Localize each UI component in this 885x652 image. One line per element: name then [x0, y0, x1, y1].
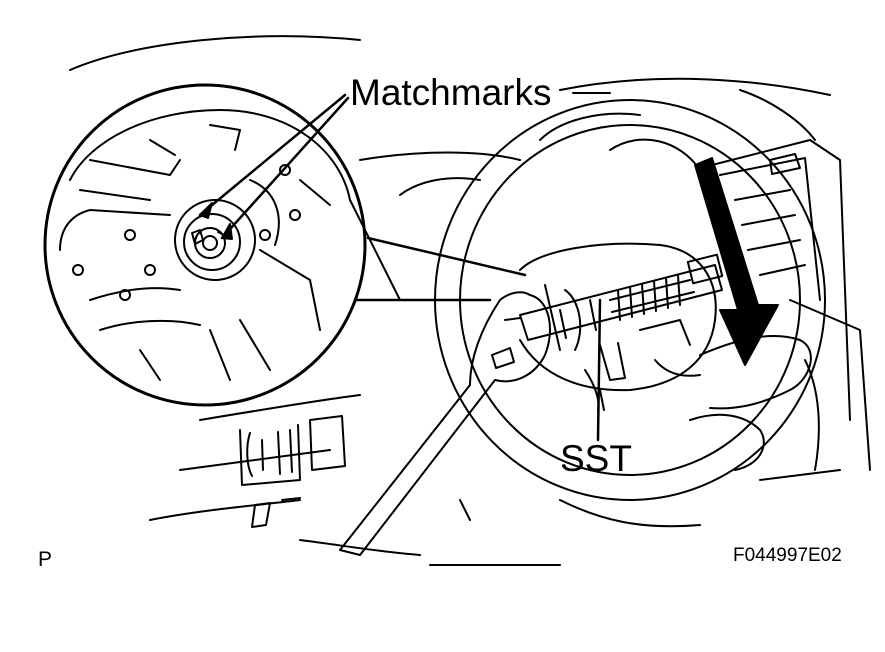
- corner-mark: P: [38, 548, 53, 571]
- steering-hub: [519, 242, 812, 471]
- sst-label: SST: [560, 438, 632, 479]
- rotation-arrow: [694, 157, 779, 366]
- sst-puller-tool: [519, 253, 724, 341]
- magnified-inset: [43, 83, 367, 407]
- matchmarks-label: Matchmarks: [350, 72, 552, 113]
- sst-leader: [596, 298, 602, 442]
- matchmarks-leaders: [198, 92, 611, 240]
- dashboard-lineart: [69, 35, 871, 566]
- wrench: [339, 291, 551, 556]
- inset-callout: [353, 236, 527, 302]
- figure-code: F044997E02: [733, 545, 842, 566]
